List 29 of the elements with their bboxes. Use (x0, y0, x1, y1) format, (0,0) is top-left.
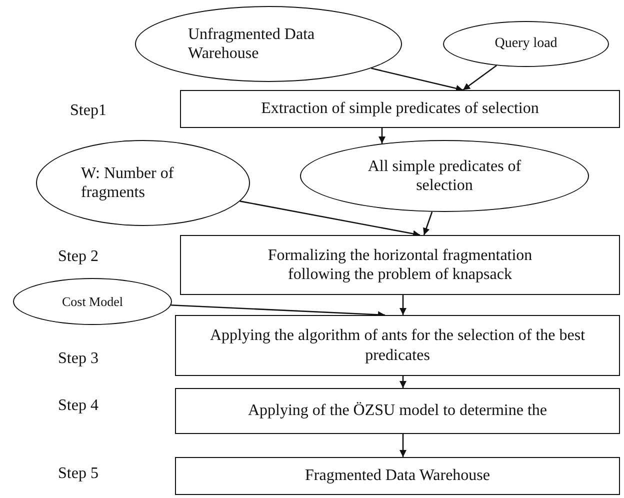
arrow (400, 376, 406, 388)
step-label: Step 5 (58, 465, 98, 483)
step-label: Step 2 (58, 248, 98, 266)
node-label: Unfragmented Data Warehouse (187, 24, 316, 64)
arrow (462, 64, 497, 91)
input-ellipse (13, 278, 172, 325)
node-label: Fragmented Data Warehouse (304, 466, 491, 486)
node-label: Formalizing the horizontal fragmentation following the problem of knapsack (266, 246, 534, 284)
step-label: Step 3 (58, 350, 98, 368)
node-label: Query load (494, 36, 558, 52)
arrow (423, 212, 433, 236)
process-box (175, 457, 620, 495)
arrow (400, 434, 406, 457)
arrow (240, 200, 420, 238)
process-box (175, 315, 620, 376)
node-label: Applying of the ÖZSU model to determine the (246, 401, 548, 421)
node-label: Cost Model (60, 294, 124, 310)
step-label: Step 4 (58, 397, 98, 415)
step-label: Step1 (70, 102, 106, 120)
process-box (180, 90, 620, 128)
node-label: All simple predicates of selection (366, 156, 522, 196)
process-box (180, 235, 620, 295)
arrow (400, 295, 406, 315)
arrow (378, 128, 386, 144)
node-label: W: Number of fragments (80, 164, 175, 202)
arrow (371, 68, 464, 92)
process-box (175, 388, 620, 434)
node-label: Applying the algorithm of ants for the selection of the best predicates (208, 326, 586, 365)
node-label: Extraction of simple predicates of selection (260, 99, 540, 119)
